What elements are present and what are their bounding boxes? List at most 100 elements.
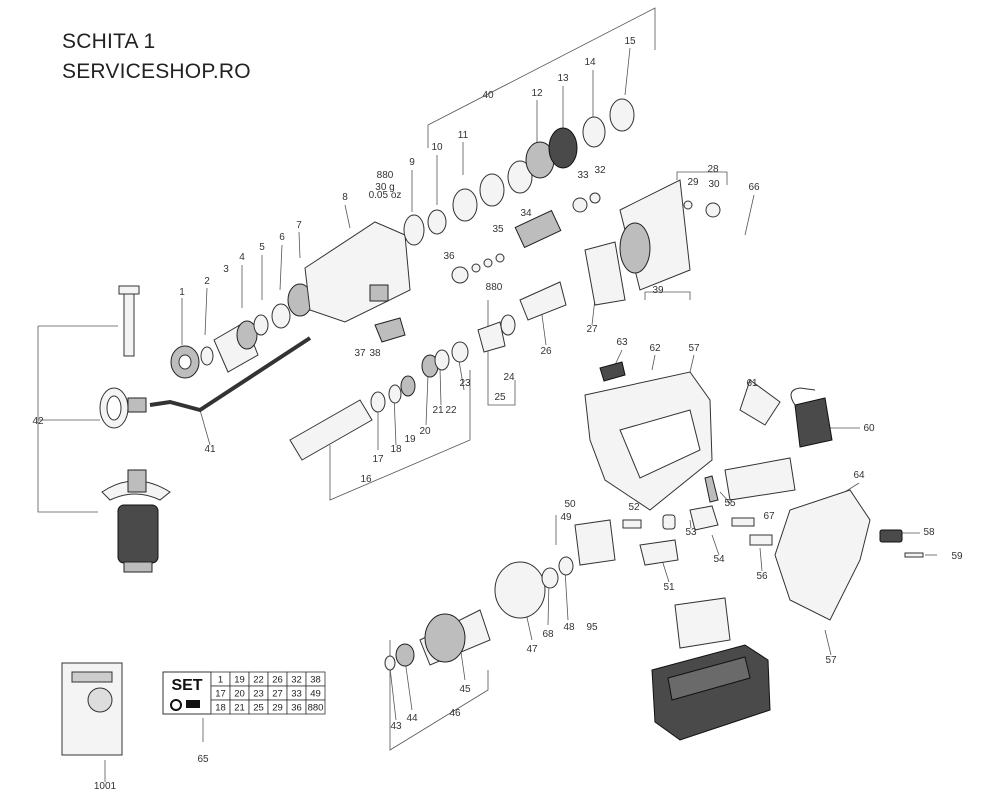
callout-10: 10 xyxy=(431,142,443,153)
set-cell: 23 xyxy=(253,689,264,700)
callout-45: 45 xyxy=(459,684,471,695)
switch-assembly xyxy=(790,387,833,448)
callout-38: 38 xyxy=(369,348,381,359)
callout-37: 37 xyxy=(354,348,366,359)
callout-60: 60 xyxy=(863,423,875,434)
drill-rod xyxy=(149,336,312,413)
callout-39: 39 xyxy=(652,285,664,296)
set-cell: 25 xyxy=(253,703,264,714)
callout-47: 47 xyxy=(526,644,538,655)
callout-21: 21 xyxy=(432,405,444,416)
callout-27: 27 xyxy=(586,324,598,335)
callout-50: 50 xyxy=(564,499,576,510)
callout-880: 880 xyxy=(377,170,394,181)
callout-65: 65 xyxy=(197,754,209,765)
set-cell: 26 xyxy=(272,675,283,686)
callout-17: 17 xyxy=(372,454,384,465)
callout-68: 68 xyxy=(542,629,554,640)
callout-25: 25 xyxy=(494,392,506,403)
set-cell: 21 xyxy=(234,703,245,714)
callout-4: 4 xyxy=(239,252,245,263)
callout-64: 64 xyxy=(853,470,865,481)
callout-54: 54 xyxy=(713,554,725,565)
callout-95: 95 xyxy=(586,622,598,633)
callout-41: 41 xyxy=(204,444,216,455)
callout-5: 5 xyxy=(259,242,265,253)
callout-57: 57 xyxy=(688,343,700,354)
callout-28: 28 xyxy=(707,164,719,175)
set-cell: 22 xyxy=(253,675,264,686)
callout-48: 48 xyxy=(563,622,575,633)
callout-1001: 1001 xyxy=(94,781,117,792)
callout-2: 2 xyxy=(204,276,210,287)
set-cell: 27 xyxy=(272,689,283,700)
callout-53: 53 xyxy=(685,527,697,538)
leader-lines xyxy=(37,7,937,782)
callout-46: 46 xyxy=(449,708,461,719)
battery-pack xyxy=(651,597,771,741)
set-cell: 20 xyxy=(234,689,245,700)
callout-3: 3 xyxy=(223,264,229,275)
callout-13: 13 xyxy=(557,73,569,84)
callout-57: 57 xyxy=(825,655,837,666)
callout-33: 33 xyxy=(577,170,589,181)
small-parts xyxy=(574,361,924,566)
callout-26: 26 xyxy=(540,346,552,357)
callout-0-05-oz: 0.05 oz xyxy=(369,190,402,201)
callout-20: 20 xyxy=(419,426,431,437)
callout-23: 23 xyxy=(459,378,471,389)
gearbox-parts xyxy=(403,98,635,284)
callout-14: 14 xyxy=(584,57,596,68)
callout-1: 1 xyxy=(179,287,185,298)
housing-half-right xyxy=(774,489,871,621)
set-cell: 32 xyxy=(291,675,302,686)
diagram-title: SCHITA 1 xyxy=(62,30,156,53)
set-cell: 36 xyxy=(291,703,302,714)
set-cell: 38 xyxy=(310,675,321,686)
set-cell: 33 xyxy=(291,689,302,700)
callout-62: 62 xyxy=(649,343,661,354)
callout-32: 32 xyxy=(594,165,606,176)
callout-40: 40 xyxy=(482,90,494,101)
callout-9: 9 xyxy=(409,157,415,168)
set-cell-box xyxy=(305,699,326,715)
set-cell: 19 xyxy=(234,675,245,686)
callout-44: 44 xyxy=(406,713,418,724)
callout-67: 67 xyxy=(763,511,775,522)
callout-58: 58 xyxy=(923,527,935,538)
callout-11: 11 xyxy=(458,130,469,141)
side-handle-assembly xyxy=(99,285,171,573)
callout-35: 35 xyxy=(492,224,504,235)
callout-61: 61 xyxy=(746,378,758,389)
callout-7: 7 xyxy=(296,220,302,231)
housing-half-left xyxy=(584,371,713,511)
set-cell: 17 xyxy=(215,689,226,700)
callout-66: 66 xyxy=(748,182,760,193)
label-plate xyxy=(61,662,123,756)
callout-18: 18 xyxy=(390,444,402,455)
set-cell: 49 xyxy=(310,689,321,700)
callout-55: 55 xyxy=(724,498,736,509)
set-cell: 18 xyxy=(215,703,226,714)
callout-24: 24 xyxy=(503,372,515,383)
set-cell: 29 xyxy=(272,703,283,714)
callout-6: 6 xyxy=(279,232,285,243)
callout-22: 22 xyxy=(445,405,457,416)
set-title: SET xyxy=(171,677,202,694)
site-name: SERVICESHOP.RO xyxy=(62,60,251,83)
electronics-board xyxy=(724,379,796,501)
callout-36: 36 xyxy=(443,251,455,262)
callout-19: 19 xyxy=(404,434,416,445)
set-cell: 880 xyxy=(308,703,324,714)
chuck-parts xyxy=(170,221,411,379)
callout-8: 8 xyxy=(342,192,348,203)
callout-15: 15 xyxy=(624,36,636,47)
callout-43: 43 xyxy=(390,721,402,732)
callout-30-g: 30 g xyxy=(375,182,394,193)
armature-parts xyxy=(384,556,574,671)
